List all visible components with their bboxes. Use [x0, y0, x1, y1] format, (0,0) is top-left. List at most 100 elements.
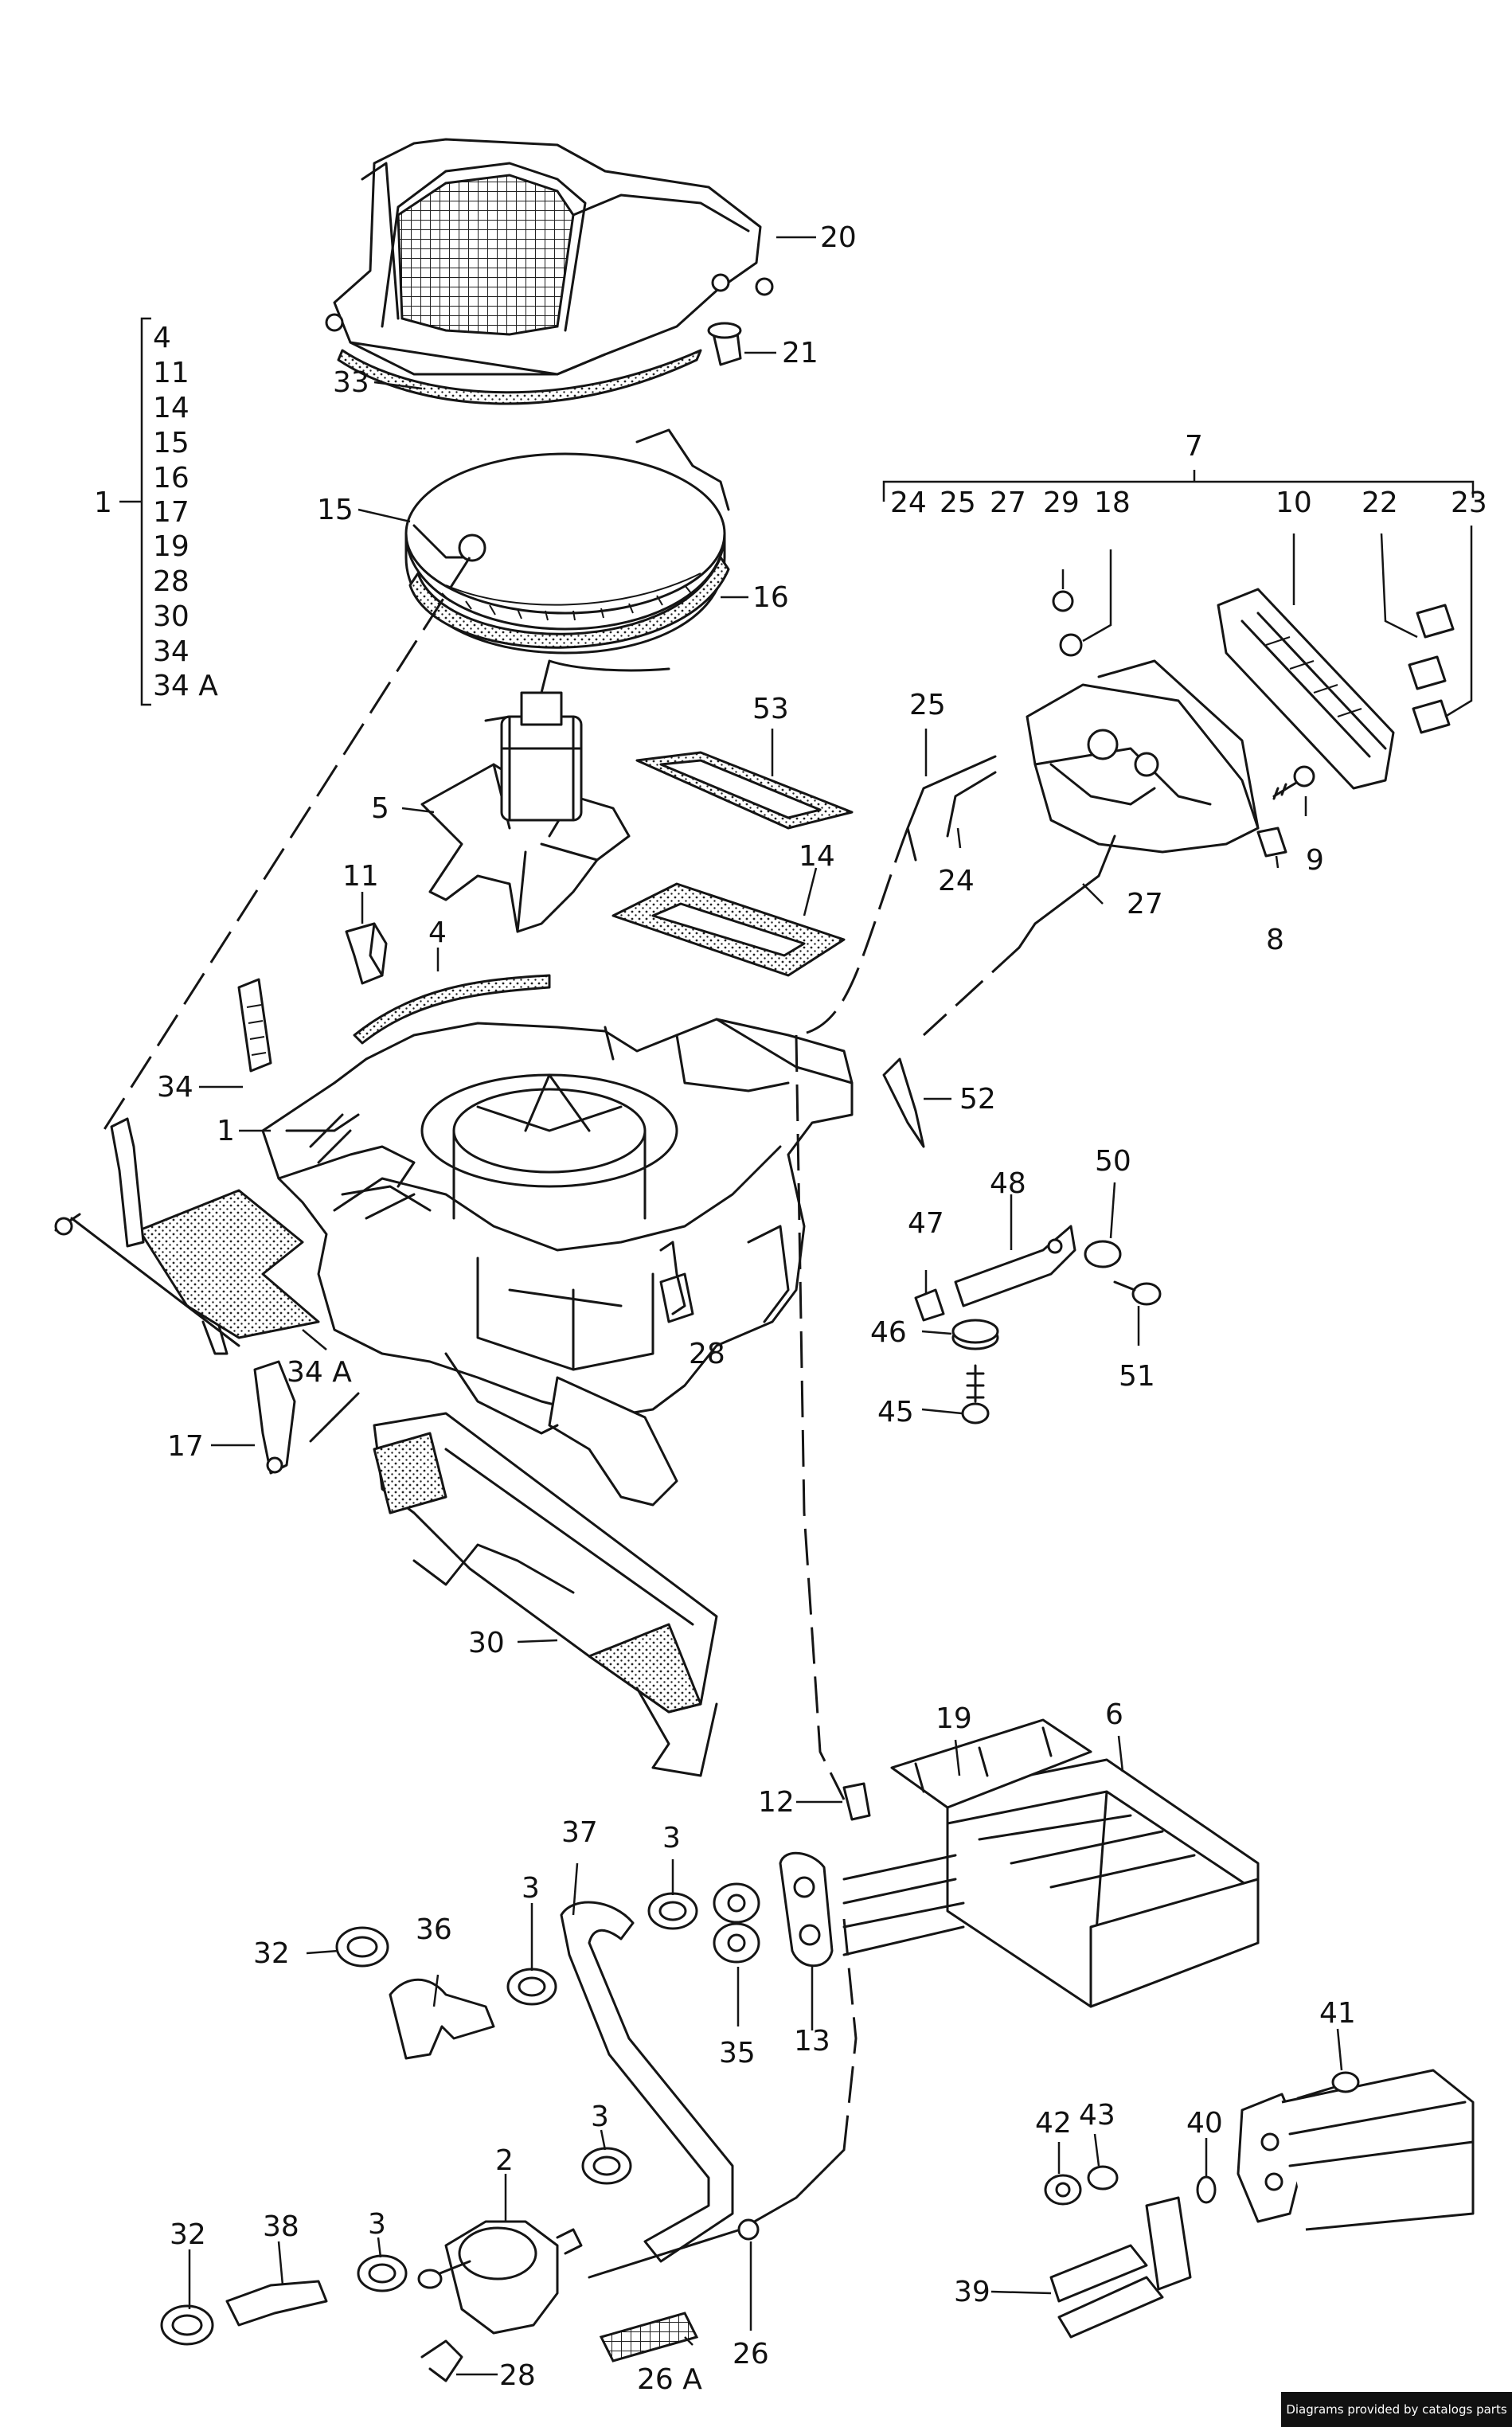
label-13: 13: [794, 2025, 830, 2058]
part-35-grommets: [713, 1882, 760, 1964]
label-32: 32: [253, 1937, 290, 1970]
group1-member: 16: [153, 462, 189, 494]
label-34a: 34 A: [287, 1356, 352, 1389]
group7-member: 22: [1362, 487, 1398, 519]
group1-member: 11: [153, 357, 189, 389]
part-30-cover: [373, 1412, 718, 1777]
part-26-cable-end: [737, 2218, 760, 2241]
group7-member: 29: [1043, 487, 1080, 519]
label-52: 52: [959, 1083, 996, 1116]
part-10-panel: [1217, 588, 1395, 790]
part-23-pin: [1412, 699, 1451, 734]
group7-member: 18: [1094, 487, 1131, 519]
part-2-water-pump: [417, 2220, 583, 2335]
label-6: 6: [1105, 1698, 1123, 1731]
label-3: 3: [591, 2101, 609, 2133]
footer-credit: Diagrams provided by catalogs parts: [1281, 2392, 1512, 2427]
part-47-clip: [914, 1288, 945, 1322]
label-15: 15: [317, 494, 354, 526]
label-3: 3: [522, 1872, 540, 1905]
part-13-grommet-plate: [779, 1851, 834, 1968]
group1-member: 28: [153, 565, 189, 598]
part-26a-sleeve: [599, 2312, 699, 2363]
label-14: 14: [799, 840, 835, 873]
part-21-grommet: [707, 322, 742, 366]
label-1: 1: [217, 1115, 235, 1147]
group7-bracket: [882, 470, 1475, 502]
group7-member: 25: [940, 487, 976, 519]
group1-bracket: [119, 317, 151, 706]
part-16-ring-seal: [408, 556, 730, 649]
label-45: 45: [877, 1396, 914, 1428]
part-33-seal: [337, 349, 702, 405]
label-11: 11: [342, 860, 379, 893]
part-34a-flap: [54, 1117, 320, 1355]
group7-member: 23: [1451, 487, 1487, 519]
part-17-lever: [253, 1360, 360, 1475]
label-48: 48: [990, 1167, 1026, 1200]
label-3: 3: [368, 2208, 386, 2241]
part-3-clamp: [581, 2147, 632, 2185]
label-35: 35: [719, 2037, 756, 2069]
part-43-seal: [1087, 2165, 1119, 2191]
part-28-clip: [659, 1241, 686, 1315]
label-41: 41: [1319, 1997, 1356, 2030]
cable-dashed-3: [795, 827, 909, 1037]
group1-member: 14: [153, 392, 189, 424]
part-45-screw: [961, 1364, 990, 1425]
part-6-heat-exchanger: [946, 1758, 1260, 2008]
part-46-grommet: [951, 1319, 999, 1350]
label-8: 8: [1266, 924, 1284, 956]
group1-member: 19: [153, 530, 189, 563]
part-22-pin: [1408, 604, 1455, 690]
cable-dashed-5: [842, 1918, 858, 2151]
callout-labels: 20 21 33 15 16 53 5 14 11 4 34 1 52 25 2…: [157, 221, 1356, 2396]
label-43: 43: [1079, 2099, 1115, 2132]
part-39-pipes: [1049, 2196, 1192, 2339]
part-34-bracket: [237, 978, 272, 1073]
part-32-clamp: [160, 2304, 214, 2346]
label-36: 36: [416, 1913, 452, 1946]
part-3-clamp: [357, 2254, 408, 2292]
part-41-bolt: [1296, 2071, 1360, 2100]
label-16: 16: [752, 581, 789, 614]
part-28-clip-lower: [420, 2339, 463, 2382]
label-53: 53: [752, 693, 789, 725]
part-9-screw: [1272, 765, 1315, 800]
label-39: 39: [954, 2276, 990, 2308]
part-42-nut: [1044, 2174, 1082, 2206]
exchanger-pipes: [842, 1854, 965, 1956]
group7-member: 24: [890, 487, 927, 519]
group1-member: 34: [153, 635, 189, 668]
part-38-hose: [225, 2280, 328, 2327]
label-25: 25: [909, 689, 946, 721]
label-37: 37: [561, 1816, 598, 1849]
label-group-1: 1: [94, 487, 112, 519]
cable-dashed-2: [795, 1034, 846, 1800]
part-52-rod: [882, 1057, 925, 1148]
label-24: 24: [938, 865, 975, 897]
label-20: 20: [820, 221, 857, 254]
part-5-fan-motor: [420, 659, 670, 933]
group1-member: 30: [153, 600, 189, 633]
label-47: 47: [908, 1207, 944, 1240]
label-38: 38: [263, 2210, 299, 2243]
part-4-strip: [353, 974, 551, 1045]
part-11-clip: [345, 922, 388, 985]
label-3: 3: [662, 1822, 681, 1854]
label-30: 30: [468, 1627, 505, 1659]
part-29-ring: [1052, 590, 1074, 612]
part-1-heater-housing: [261, 1018, 854, 1507]
group1-member: 17: [153, 496, 189, 529]
part-3-clamp: [506, 1968, 557, 2006]
label-9: 9: [1306, 844, 1324, 877]
label-27: 27: [1127, 888, 1163, 920]
label-32: 32: [170, 2218, 206, 2251]
leader-lines: [188, 236, 1473, 2376]
part-20-blower-cover: [325, 138, 774, 376]
part-26-cable: [588, 2148, 846, 2279]
part-14-gasket: [611, 882, 846, 977]
label-33: 33: [333, 366, 369, 399]
group1-member: 4: [153, 322, 171, 354]
